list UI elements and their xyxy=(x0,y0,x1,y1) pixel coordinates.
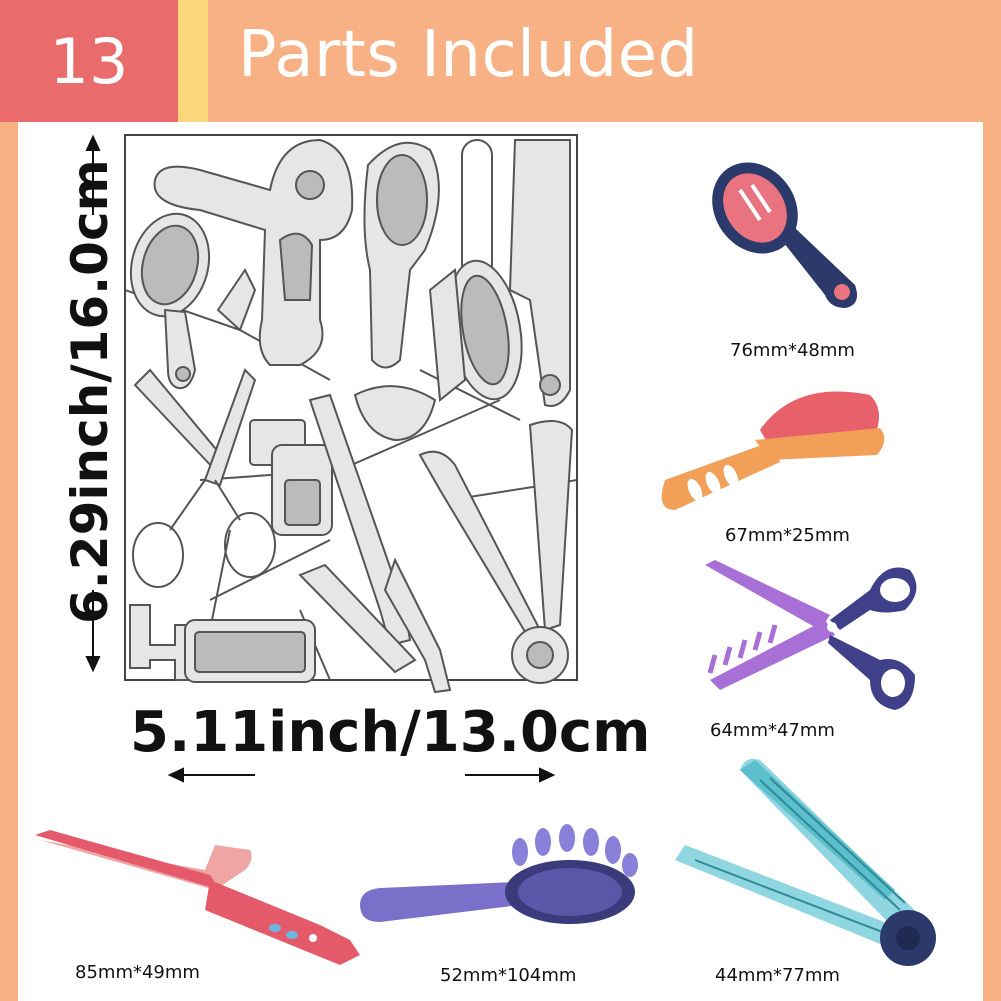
die-straightener xyxy=(418,420,574,684)
mirror-size-label: 76mm*48mm xyxy=(730,340,855,361)
die-spray-bottle xyxy=(129,604,316,683)
scissors-size-label: 64mm*47mm xyxy=(710,720,835,741)
curler-icon xyxy=(35,830,360,965)
paddle-brush-size-label: 52mm*104mm xyxy=(440,965,577,986)
straightener-size-label: 44mm*77mm xyxy=(715,965,840,986)
mirror-icon xyxy=(712,162,858,308)
brush-size-label: 67mm*25mm xyxy=(725,525,850,546)
width-dimension: 5.11inch/13.0cm xyxy=(130,700,651,765)
paddle-brush-icon xyxy=(360,824,638,924)
straightener-icon xyxy=(675,758,936,966)
die-clipper xyxy=(249,419,333,536)
die-scissors xyxy=(132,368,276,588)
die-hair-dryer xyxy=(153,138,354,366)
page-title: Parts Included xyxy=(238,18,699,92)
scissors-icon xyxy=(705,560,917,710)
part-count-badge: 13 xyxy=(0,0,178,122)
die-pin-comb xyxy=(428,139,523,402)
brush-icon xyxy=(661,391,885,510)
curler-size-label: 85mm*49mm xyxy=(75,962,200,983)
die-hand-mirror xyxy=(129,212,211,390)
accent-bar xyxy=(178,0,208,122)
height-dimension: 6.29inch/16.0cm xyxy=(61,159,119,624)
die-fine-comb xyxy=(298,563,417,674)
die-half-moon xyxy=(353,385,437,442)
header: 13 Parts Included xyxy=(0,0,1001,122)
die-small-piece xyxy=(216,268,257,332)
die-sheet-frame xyxy=(124,134,578,681)
die-bristle-brush xyxy=(363,141,440,369)
die-wide-comb xyxy=(508,139,571,407)
die-curling-iron xyxy=(308,393,452,694)
